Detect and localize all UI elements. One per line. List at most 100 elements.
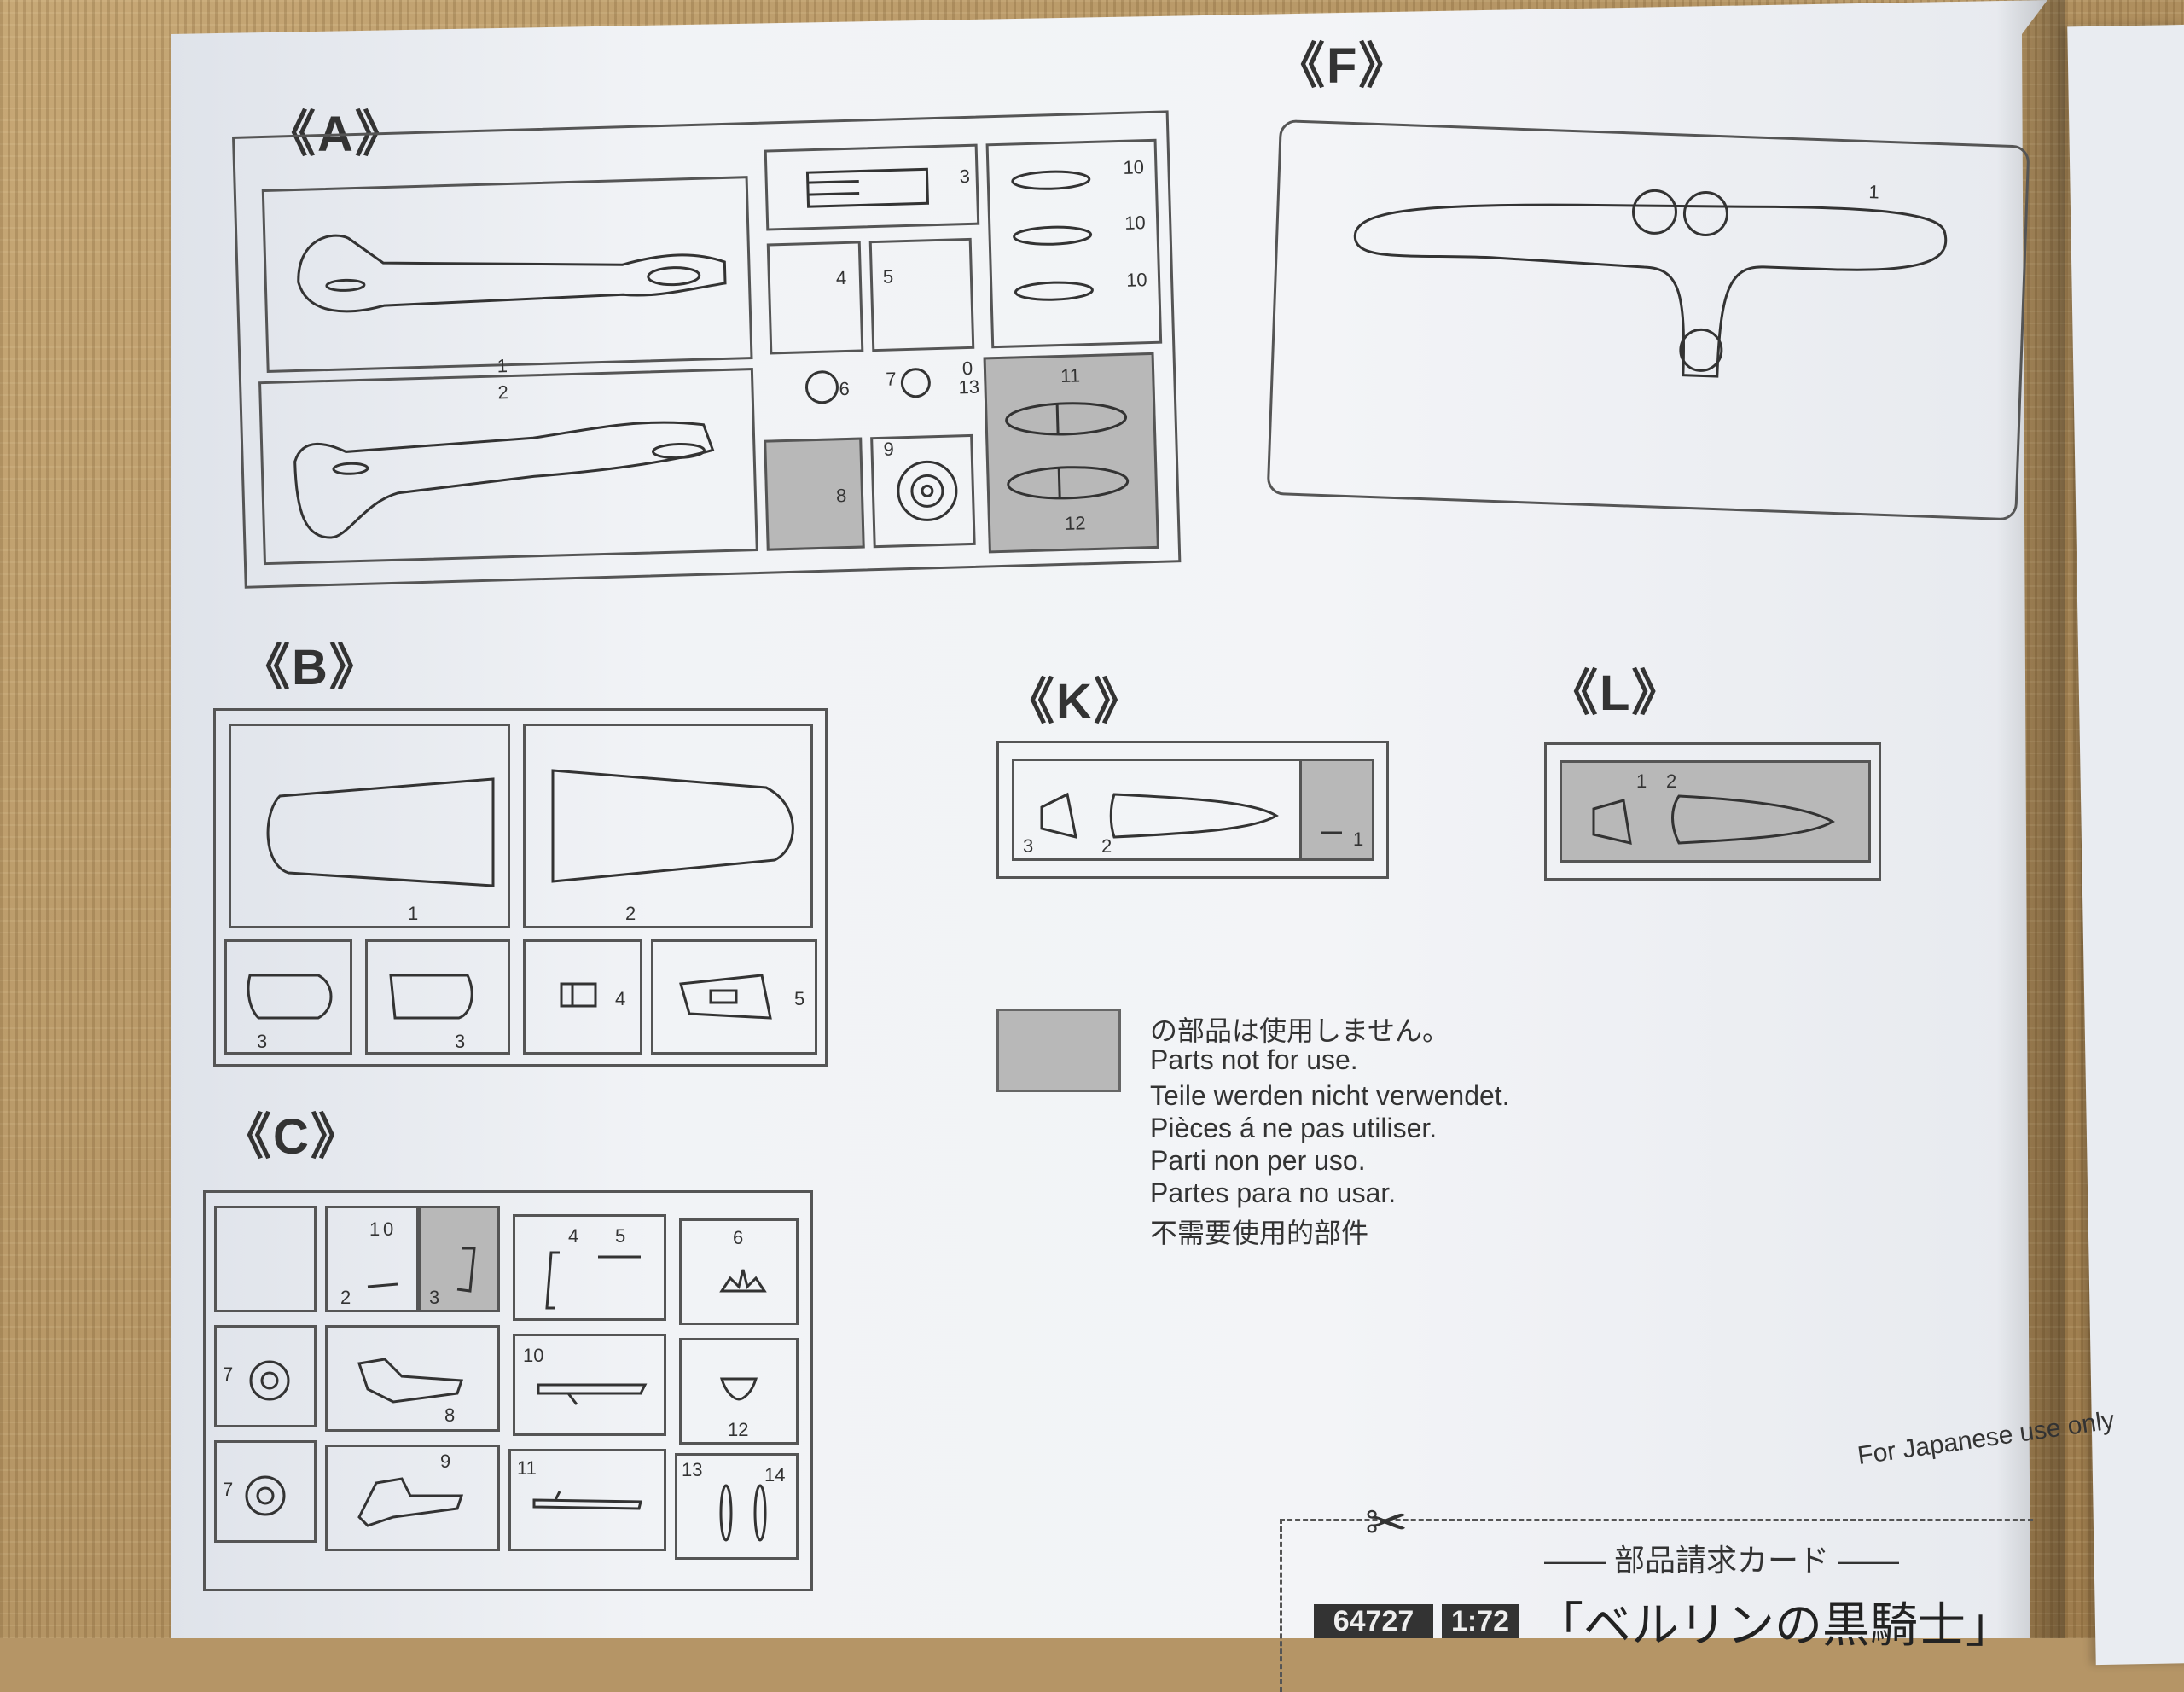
part-b2-wing <box>551 769 794 883</box>
part-number: 7 <box>223 1479 234 1500</box>
page-binding-shadow <box>1996 0 2065 1638</box>
part-number: 3 <box>959 165 971 188</box>
part-number: 13 <box>682 1459 703 1480</box>
part-number: 3 <box>429 1287 440 1308</box>
part-number: 1 <box>408 903 419 924</box>
section-label-a: 《A》 <box>266 107 406 162</box>
sprue-c-cell-6 <box>679 1218 799 1325</box>
part-number: 4 <box>835 266 847 289</box>
part-fuselage-right <box>293 421 715 539</box>
part-c7a <box>249 1360 290 1401</box>
part-number: 10 <box>1123 156 1145 178</box>
part-c2-c3 <box>367 1247 476 1293</box>
part-c12 <box>719 1377 758 1401</box>
sprue-c-cell-3-unused <box>419 1206 500 1312</box>
part-b5 <box>679 974 772 1020</box>
part-number: 8 <box>444 1404 456 1426</box>
part-l1-l2 <box>1592 794 1835 845</box>
sprue-b-cell-5 <box>651 939 817 1055</box>
sprue-a-cell-4 <box>766 241 864 355</box>
sprue-l-inner-unused <box>1560 760 1871 863</box>
part-number: 5 <box>794 988 805 1009</box>
sprue-c-cell-7b <box>214 1440 317 1543</box>
product-code: 64727 <box>1314 1604 1433 1638</box>
part-k3-k2 <box>1040 792 1279 840</box>
part-number: 10 <box>523 1345 544 1366</box>
legend-text-ja: の部品は使用しません。 <box>1150 1015 1450 1046</box>
sprue-c-cell-13-14 <box>675 1453 799 1560</box>
part-number: 2 <box>1101 835 1112 857</box>
part-number: 2 <box>497 381 509 404</box>
sprue-c-cell-empty <box>214 1206 317 1312</box>
section-label-k: 《K》 <box>1005 674 1145 730</box>
sprue-c-cell-9 <box>325 1445 500 1551</box>
part-number: 3 <box>455 1031 466 1052</box>
part-number: 11 <box>1060 364 1081 387</box>
section-label-c: 《C》 <box>222 1109 362 1165</box>
part-number: 6 <box>733 1227 744 1248</box>
part-a3 <box>805 167 930 208</box>
product-scale: 1:72 <box>1442 1604 1519 1638</box>
section-label-b: 《B》 <box>241 640 380 695</box>
part-c10 <box>537 1383 648 1405</box>
sprue-l: 1 2 <box>1544 742 1881 881</box>
part-f1-wing <box>1353 189 1948 378</box>
part-number: 2 <box>1666 770 1677 792</box>
part-b4 <box>560 982 597 1008</box>
part-b1-wing <box>266 777 495 887</box>
legend-text-es: Partes para no usar. <box>1150 1177 1397 1208</box>
part-number: 11 <box>517 1457 537 1479</box>
sprue-c-cell-7a <box>214 1325 317 1427</box>
part-number: 12 <box>728 1419 749 1440</box>
part-number: 3 <box>1023 835 1034 857</box>
part-number: 8 <box>835 485 847 507</box>
sprue-a: 1 2 3 4 5 6 7 0 13 8 9 10 10 10 11 12 <box>232 110 1182 589</box>
part-number: 5 <box>615 1225 626 1247</box>
part-a10-tanks <box>1011 170 1094 301</box>
part-c11 <box>532 1491 642 1510</box>
sprue-f: 1 <box>1266 119 2030 521</box>
part-fuselage-left <box>297 234 727 313</box>
part-number: 0 <box>383 1218 394 1240</box>
parts-request-card-title: —— 部品請求カード —— <box>1544 1543 1900 1578</box>
sprue-c-cell-4-5 <box>513 1214 666 1321</box>
unused-parts-swatch <box>996 1009 1121 1092</box>
sprue-c-cell-11 <box>508 1449 666 1551</box>
part-number: 4 <box>568 1225 579 1247</box>
part-number: 2 <box>625 903 636 924</box>
part-number: 5 <box>882 265 894 288</box>
part-number: 4 <box>615 988 626 1009</box>
sprue-c-cell-1-2 <box>325 1206 419 1312</box>
scissors-icon: ✂ <box>1365 1494 1409 1551</box>
sprue-b: 1 2 3 3 4 5 <box>213 708 828 1067</box>
part-number: 13 <box>958 375 980 398</box>
part-a11-a12-canopy <box>1005 402 1130 500</box>
part-number: 1 <box>1868 181 1880 203</box>
legend-text-fr: Pièces á ne pas utiliser. <box>1150 1113 1438 1143</box>
legend-text-en: Parts not for use. <box>1150 1044 1358 1075</box>
part-number: 1 <box>369 1218 380 1240</box>
part-a9-wheel <box>897 460 958 521</box>
part-number: 2 <box>340 1287 351 1308</box>
sprue-c-cell-8 <box>325 1325 500 1432</box>
sprue-k: 3 2 1 <box>996 741 1389 879</box>
sprue-b-cell-3b <box>365 939 510 1055</box>
sprue-a-cell-5 <box>868 237 975 352</box>
sprue-c-cell-10 <box>513 1334 666 1436</box>
sprue-c: 1 0 2 3 4 5 6 7 8 10 12 7 9 11 <box>203 1190 813 1591</box>
part-k1 <box>1321 831 1342 834</box>
part-number: 3 <box>257 1031 268 1052</box>
part-number: 14 <box>764 1464 786 1486</box>
part-c13-c14 <box>719 1484 767 1542</box>
parts-request-card-cutline <box>1280 1519 2033 1692</box>
part-c9 <box>357 1477 464 1527</box>
part-number: 7 <box>223 1363 234 1385</box>
part-c7b <box>245 1475 286 1516</box>
section-label-l: 《L》 <box>1548 666 1683 721</box>
sprue-b-cell-2 <box>523 724 813 928</box>
sprue-a-cell-8-unused <box>764 437 865 551</box>
part-c6 <box>719 1269 767 1293</box>
part-number: 10 <box>1124 212 1147 234</box>
part-number: 9 <box>440 1451 451 1472</box>
product-name: 「ベルリンの黒騎士」 <box>1536 1598 2013 1652</box>
